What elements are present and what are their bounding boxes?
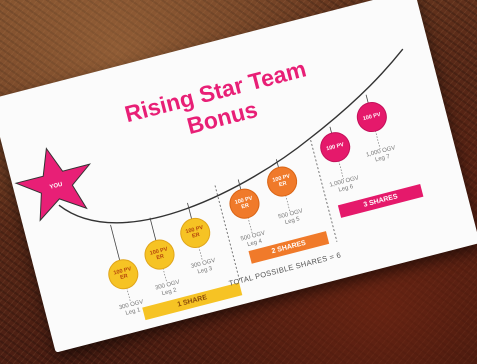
- star-icon: [14, 147, 92, 222]
- separator-line: [310, 139, 338, 242]
- tree-curve: [58, 48, 404, 224]
- bonus-card: Rising Star Team Bonus YOU 100 PV ER 100…: [14, 48, 424, 321]
- separator-line: [214, 185, 241, 283]
